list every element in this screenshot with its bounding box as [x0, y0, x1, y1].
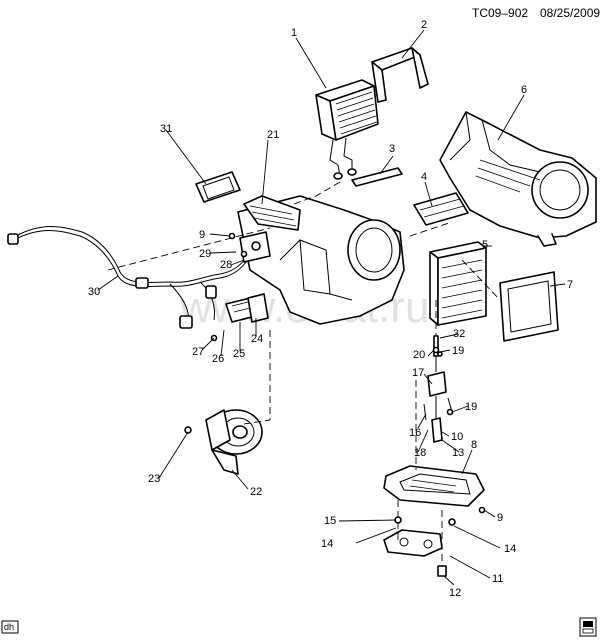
callout-19-upper: 19	[452, 345, 464, 357]
drain-hose-assembly	[423, 335, 453, 443]
callout-32: 32	[453, 328, 465, 340]
air-filter	[499, 271, 559, 342]
callout-2: 2	[421, 19, 427, 31]
callout-10: 10	[451, 431, 463, 443]
callout-6: 6	[521, 84, 527, 96]
alignment-lines	[107, 181, 501, 566]
callout-11: 11	[492, 573, 503, 585]
callout-13: 13	[452, 447, 464, 459]
heater-core-seal	[371, 47, 429, 103]
mounting-bracket	[383, 529, 443, 557]
diagram-date: 08/25/2009	[540, 6, 600, 20]
callout-16: 16	[409, 427, 421, 439]
callouts: 1 2 3 4 5 6 7 8 9 9 10 11 12 13 14 14 15…	[88, 19, 573, 599]
callout-28: 28	[220, 259, 232, 271]
callout-4: 4	[421, 171, 427, 183]
callout-15: 15	[324, 515, 336, 527]
blower-inlet-seal	[195, 171, 241, 203]
callout-27: 27	[192, 346, 204, 358]
callout-23: 23	[148, 473, 160, 485]
callout-26: 26	[212, 353, 224, 365]
blower-motor	[184, 409, 263, 475]
callout-9-upper: 9	[199, 229, 205, 241]
foam-seal-strip	[351, 167, 403, 187]
callout-21: 21	[267, 129, 279, 141]
callout-31: 31	[160, 123, 172, 135]
callout-24: 24	[251, 333, 263, 345]
callout-20: 20	[413, 349, 425, 361]
footer-dh-badge: dh	[1, 620, 19, 634]
hvac-upper-case	[439, 111, 597, 247]
callout-8: 8	[471, 439, 477, 451]
air-door	[413, 192, 469, 226]
callout-25: 25	[233, 348, 245, 360]
footer-logo-badge	[579, 617, 597, 637]
leader-lines	[97, 29, 566, 586]
callout-22: 22	[250, 486, 262, 498]
callout-30: 30	[88, 286, 100, 298]
callout-1: 1	[291, 27, 297, 39]
heater-core	[315, 79, 379, 180]
callout-7: 7	[567, 279, 573, 291]
diagram-code: TC09–902	[472, 6, 528, 20]
blend-door-actuator	[239, 231, 271, 263]
callout-17: 17	[412, 367, 424, 379]
resistor-seal	[247, 293, 269, 323]
callout-5: 5	[482, 239, 488, 251]
svg-text:dh: dh	[4, 622, 14, 632]
callout-18: 18	[414, 447, 426, 459]
callout-3: 3	[389, 143, 395, 155]
lower-drain-tray	[383, 465, 485, 507]
evaporator-core	[429, 241, 487, 326]
callout-29: 29	[199, 248, 211, 260]
hvac-lower-case	[237, 195, 405, 325]
callout-12: 12	[449, 587, 461, 599]
callout-14-left: 14	[321, 538, 333, 550]
callout-9-lower: 9	[497, 512, 503, 524]
callout-14-right: 14	[504, 543, 516, 555]
callout-19-lower: 19	[465, 401, 477, 413]
wiring-harness	[7, 226, 247, 329]
